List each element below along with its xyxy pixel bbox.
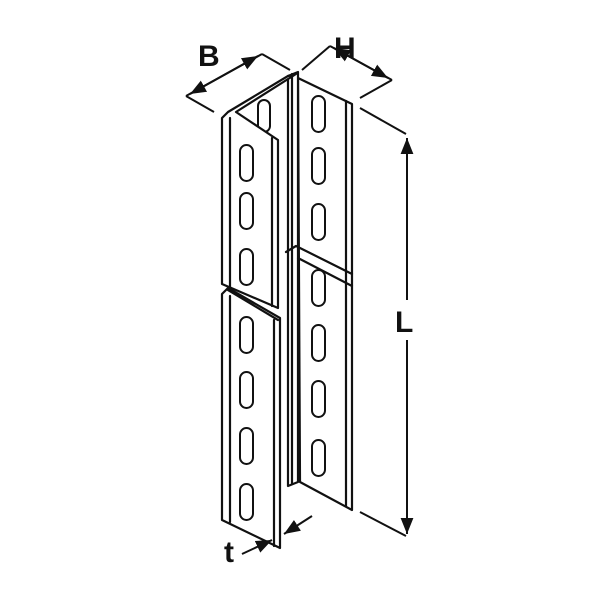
slot (311, 380, 326, 418)
left-flange-slots (239, 144, 254, 521)
right-flange-slots (311, 95, 326, 477)
left-flange-lower (220, 286, 282, 550)
slot (239, 192, 254, 230)
label-b: B (198, 40, 220, 73)
slot (311, 203, 326, 241)
slot (311, 147, 326, 185)
label-h: H (334, 32, 356, 65)
slot (311, 324, 326, 362)
slot (239, 427, 254, 465)
dimension-l: L (359, 107, 414, 537)
left-flange-upper (220, 72, 298, 310)
dimension-b: B (185, 40, 291, 113)
slot (239, 371, 254, 409)
slot (311, 439, 326, 477)
slot (239, 144, 254, 182)
slot (239, 248, 254, 286)
slot (239, 316, 254, 354)
slot (311, 269, 326, 307)
slot (239, 483, 254, 521)
label-l: L (395, 306, 413, 339)
slot (311, 95, 326, 133)
label-t: t (224, 536, 234, 569)
dimension-t: t (224, 515, 313, 569)
dimension-h: H (301, 32, 393, 99)
